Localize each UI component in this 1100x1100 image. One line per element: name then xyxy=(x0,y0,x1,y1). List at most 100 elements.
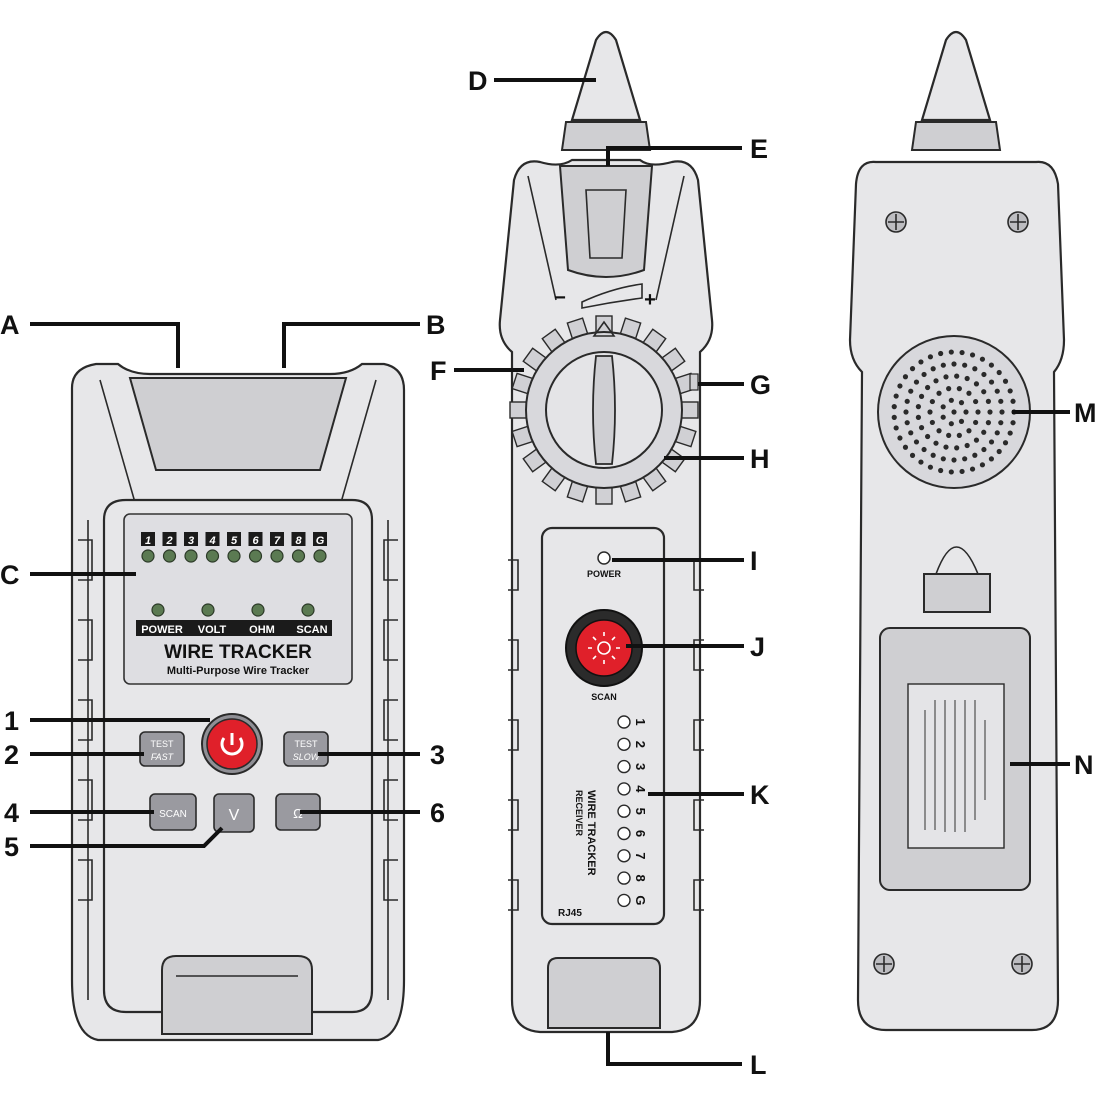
speaker-hole xyxy=(940,362,946,368)
speaker-hole xyxy=(962,362,968,368)
scan-button-label: SCAN xyxy=(159,809,187,820)
receiver-channel-led-6 xyxy=(617,826,631,841)
channel-label-bg xyxy=(227,532,241,546)
speaker-hole xyxy=(981,371,987,378)
callout-3: 3 xyxy=(430,740,445,770)
callout-e: E xyxy=(750,134,768,164)
ohm-button[interactable]: Ω xyxy=(275,793,321,831)
speaker-hole xyxy=(973,437,980,443)
speaker-hole xyxy=(929,398,935,405)
speaker-hole xyxy=(979,356,986,362)
receiver-bottom-port xyxy=(547,957,661,1029)
transmitter-channel-leds xyxy=(141,549,327,563)
speaker-hole xyxy=(904,398,910,404)
speaker-hole xyxy=(1010,420,1016,426)
callout-2: 2 xyxy=(4,740,19,770)
volume-minus-label: − xyxy=(554,287,566,309)
ohm-button-label: Ω xyxy=(293,806,303,821)
speaker-hole xyxy=(938,350,944,357)
callout-h: H xyxy=(750,444,770,474)
channel-label-7: 7 xyxy=(274,535,281,547)
callout-f: F xyxy=(430,356,447,386)
speaker-hole xyxy=(930,452,936,458)
test-slow-label: TEST xyxy=(294,739,318,749)
speaker-hole xyxy=(904,420,910,426)
speaker-hole xyxy=(921,371,927,378)
rj45-label: RJ45 xyxy=(558,908,582,919)
channel-led-8 xyxy=(291,549,306,563)
sensitivity-dial[interactable] xyxy=(509,315,699,505)
receiver-channel-led-G xyxy=(617,893,631,908)
channel-label-1: 1 xyxy=(145,535,151,547)
receiver-channel-led-7 xyxy=(617,849,631,863)
speaker-hole xyxy=(940,456,946,462)
channel-led-2 xyxy=(162,549,177,563)
speaker-hole xyxy=(893,393,899,399)
speaker-hole xyxy=(943,444,949,450)
speaker-hole xyxy=(973,419,979,426)
speaker-hole xyxy=(908,388,914,394)
speaker-hole xyxy=(909,366,916,372)
channel-label-4: 4 xyxy=(208,535,215,547)
channel-led-4 xyxy=(205,549,220,563)
test-fast-button[interactable]: TEST FAST xyxy=(139,731,185,767)
test-slow-button[interactable]: TEST SLOW xyxy=(283,731,329,767)
status-label-ohm: OHM xyxy=(249,624,275,636)
receiver-channel-number-7: 7 xyxy=(633,852,648,859)
speaker-hole xyxy=(936,428,942,434)
speaker-hole xyxy=(998,398,1004,404)
speaker-hole xyxy=(988,439,995,445)
speaker-hole xyxy=(902,444,909,450)
callout-6: 6 xyxy=(430,798,445,828)
callout-n: N xyxy=(1074,750,1094,780)
channel-label-6: 6 xyxy=(252,535,259,547)
speaker-hole xyxy=(938,467,944,474)
channel-label-G: G xyxy=(316,535,325,547)
volt-button[interactable]: V xyxy=(213,793,255,833)
speaker-hole xyxy=(915,404,922,410)
speaker-hole xyxy=(948,421,954,427)
channel-led-3 xyxy=(184,549,198,563)
test-fast-label: TEST xyxy=(150,739,174,749)
transmitter-top-port xyxy=(128,377,348,471)
speaker-hole xyxy=(988,456,995,462)
speaker-hole xyxy=(975,409,981,415)
speaker-hole xyxy=(908,430,914,436)
receiver-channel-number-3: 3 xyxy=(633,763,648,770)
side-switch[interactable] xyxy=(689,373,699,391)
power-indicator-led xyxy=(597,551,611,565)
speaker-hole xyxy=(996,369,1002,376)
speaker-hole xyxy=(959,468,965,475)
callout-1: 1 xyxy=(4,706,19,736)
channel-label-bg xyxy=(205,532,220,546)
speaker-hole xyxy=(979,462,986,468)
callout-k: K xyxy=(750,780,770,810)
speaker-hole xyxy=(902,374,909,380)
channel-label-bg xyxy=(313,532,327,546)
speaker-hole xyxy=(940,414,946,420)
power-icon xyxy=(220,737,244,756)
callout-j: J xyxy=(750,632,765,662)
callout-i: I xyxy=(750,546,758,576)
receiver-channel-number-4: 4 xyxy=(633,785,648,793)
speaker-hole xyxy=(1002,440,1009,446)
channel-led-6 xyxy=(248,549,263,563)
channel-label-3: 3 xyxy=(188,535,194,547)
speaker-hole xyxy=(925,384,931,391)
scan-button[interactable]: SCAN xyxy=(149,793,197,831)
speaker-hole xyxy=(915,414,922,420)
status-led-power xyxy=(151,603,165,617)
speaker-hole xyxy=(948,349,954,355)
speaker-hole xyxy=(927,354,934,360)
speaker-hole xyxy=(918,393,925,399)
receiver-scan-button[interactable] xyxy=(575,619,633,677)
speaker-hole xyxy=(994,388,1000,394)
speaker-hole xyxy=(951,409,957,415)
speaker-hole xyxy=(893,425,899,431)
transmitter-bottom-port xyxy=(161,955,313,1035)
speaker-hole xyxy=(1010,398,1016,404)
